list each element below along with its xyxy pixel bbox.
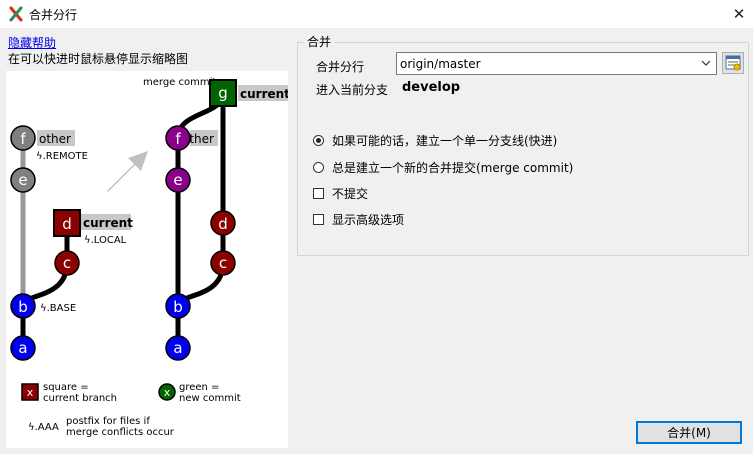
right-node-e-label: e [173, 171, 182, 189]
legend-postfix-line2: merge conflicts occur [66, 427, 175, 438]
right-node-e [165, 167, 191, 193]
radio-merge-commit-control[interactable] [313, 161, 324, 173]
right-node-g-label: g [218, 84, 228, 102]
left-node-b-label: b [18, 298, 28, 316]
right-merge-caption: merge commit [143, 77, 216, 88]
checkbox-advanced-options-control[interactable] [313, 213, 324, 225]
left-node-b [10, 293, 36, 319]
right-node-b-label: b [173, 298, 183, 316]
left-node-e-label: e [18, 171, 27, 189]
radio-merge-commit[interactable]: 总是建立一个新的合并提交(merge commit) [313, 158, 573, 176]
right-node-a-label: a [173, 339, 182, 357]
right-other-label-bg [190, 130, 218, 146]
right-node-b [165, 293, 191, 319]
left-remote-label: ϟ.REMOTE [36, 151, 88, 162]
merge-button[interactable]: 合并(M) [636, 421, 742, 444]
right-current-label-bg [238, 85, 288, 101]
merge-diagram-svg: other ϟ.REMOTE current ϟ.LOCAL ϟ.BASE f … [10, 77, 288, 438]
right-node-d [210, 210, 236, 236]
merge-help-diagram: other ϟ.REMOTE current ϟ.LOCAL ϟ.BASE f … [6, 71, 288, 448]
checkbox-advanced-options-label: 显示高级选项 [332, 212, 405, 227]
into-branch-value: develop [402, 80, 461, 95]
right-node-f-label: f [175, 130, 181, 148]
right-node-a [165, 335, 191, 361]
left-node-c [54, 250, 80, 276]
legend-postfix-glyph: ϟ.AAA [28, 422, 59, 433]
app-logo-icon [9, 6, 23, 22]
radio-fast-forward-control[interactable] [313, 134, 324, 146]
left-node-e [10, 167, 36, 193]
legend-postfix-line1: postfix for files if [66, 416, 150, 427]
branch-select[interactable]: origin/master [396, 52, 717, 75]
legend-square-swatch [21, 383, 39, 401]
right-node-f [165, 125, 191, 151]
window-title: 合并分行 [29, 8, 78, 22]
right-node-c-label: c [219, 254, 227, 272]
radio-merge-commit-label: 总是建立一个新的合并提交(merge commit) [332, 160, 574, 175]
left-node-a-label: a [18, 339, 27, 357]
legend-square-line1: square = [43, 382, 89, 393]
into-branch-label: 进入当前分支 [316, 83, 389, 97]
legend-square-glyph: x [27, 386, 34, 399]
close-button[interactable]: ✕ [725, 0, 753, 28]
checkbox-no-commit-control[interactable] [313, 187, 324, 199]
left-node-c-label: c [63, 254, 71, 272]
legend-square-line2: current branch [43, 393, 117, 404]
merge-groupbox [297, 42, 749, 256]
branch-select-value: origin/master [400, 57, 481, 71]
left-node-f [10, 125, 36, 151]
close-icon: ✕ [732, 5, 746, 23]
right-current-label: current [240, 87, 288, 101]
left-current-label-bg [81, 214, 131, 230]
browse-branches-button[interactable] [722, 52, 744, 74]
left-node-f-label: f [20, 130, 26, 148]
legend-green-swatch [158, 383, 176, 401]
left-node-a [10, 335, 36, 361]
right-node-c [210, 250, 236, 276]
help-tip-text: 在可以快进时鼠标悬停显示缩略图 [8, 52, 189, 66]
branch-list-icon [725, 55, 741, 71]
checkbox-no-commit-label: 不提交 [332, 186, 369, 201]
radio-fast-forward[interactable]: 如果可能的话，建立一个单一分支线(快进) [313, 131, 557, 149]
checkbox-no-commit[interactable]: 不提交 [313, 184, 368, 202]
left-node-d [53, 209, 81, 237]
legend-green-line1: green = [179, 382, 219, 393]
radio-fast-forward-label: 如果可能的话，建立一个单一分支线(快进) [332, 133, 558, 148]
left-local-label: ϟ.LOCAL [84, 235, 127, 246]
hide-help-link[interactable]: 隐藏帮助 [8, 36, 57, 50]
left-base-label: ϟ.BASE [40, 303, 76, 314]
branch-label: 合并分行 [316, 60, 365, 74]
left-other-label: other [39, 132, 71, 146]
diagram-arrow-icon [107, 151, 148, 192]
right-node-g [209, 79, 237, 107]
legend-green-glyph: x [164, 386, 171, 399]
chevron-down-icon [701, 60, 711, 66]
right-node-d-label: d [218, 215, 228, 233]
checkbox-advanced-options[interactable]: 显示高级选项 [313, 210, 404, 228]
merge-group-title: 合并 [304, 33, 335, 50]
left-node-d-label: d [62, 215, 72, 233]
title-bar: 合并分行 ✕ [0, 0, 753, 28]
legend-green-line2: new commit [179, 393, 241, 404]
left-current-label: current [83, 216, 133, 230]
left-other-label-bg [37, 130, 75, 146]
